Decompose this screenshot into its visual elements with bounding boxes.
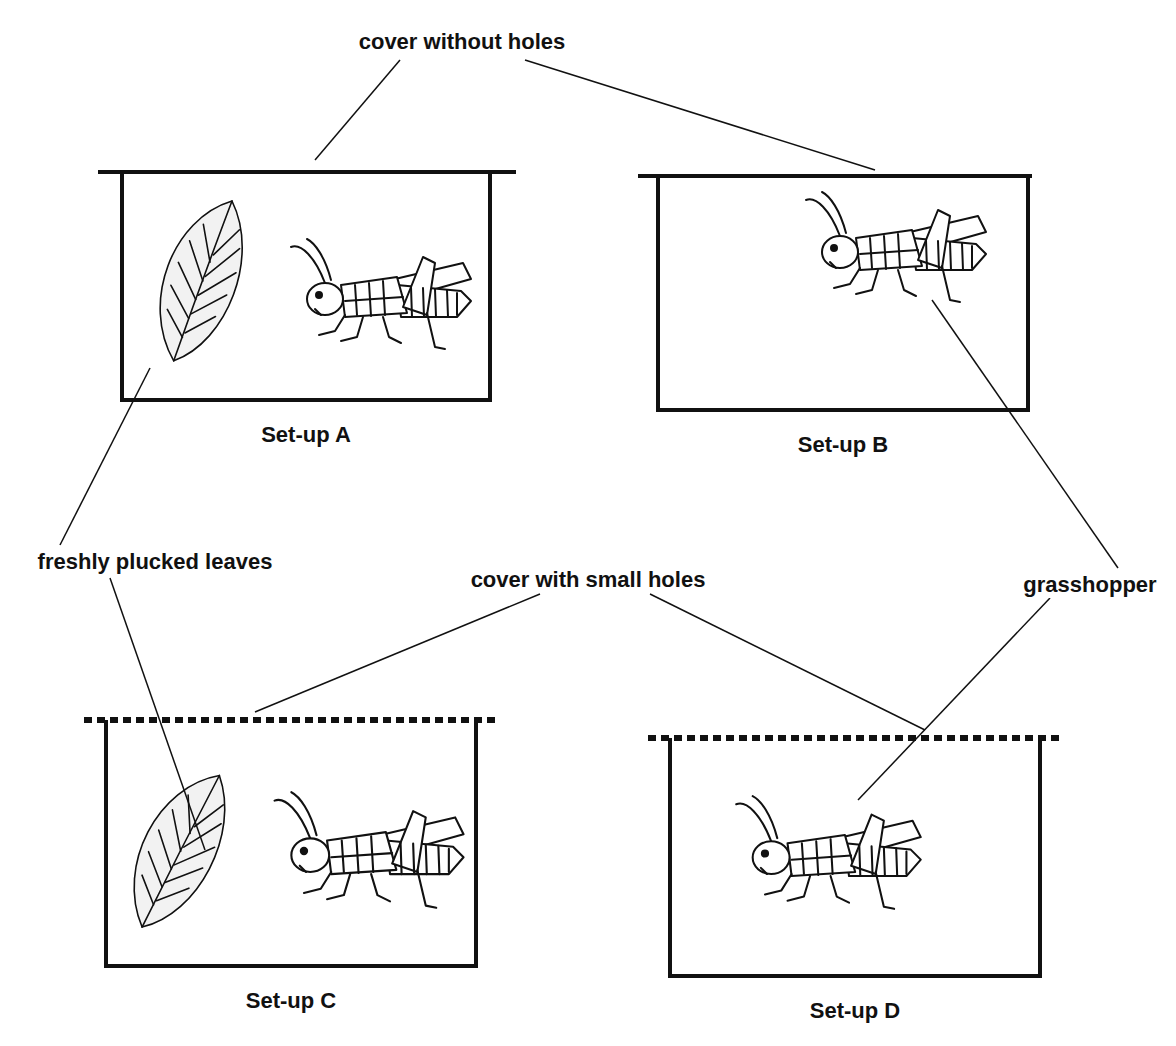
- leaf: [110, 758, 247, 942]
- solid-cover: [638, 174, 1032, 178]
- setup-caption: Set-up A: [64, 422, 548, 448]
- leaf: [140, 188, 261, 372]
- container-box: Set-up C: [104, 720, 478, 968]
- grasshopper-figure: [291, 239, 471, 349]
- grasshopper-figure: [275, 792, 464, 908]
- callout-label: cover with small holes: [468, 567, 709, 593]
- leader-lines: [60, 60, 1118, 850]
- setup-caption: Set-up C: [48, 988, 534, 1014]
- container-box: Set-up A: [120, 172, 492, 402]
- holed-cover: [648, 735, 1062, 741]
- setup-caption: Set-up D: [612, 998, 1098, 1024]
- callout-label: grasshopper: [1020, 572, 1159, 598]
- callout-label: cover without holes: [356, 29, 569, 55]
- container-box: Set-up D: [668, 738, 1042, 978]
- setup-caption: Set-up B: [600, 432, 1086, 458]
- container-box: Set-up B: [656, 176, 1030, 412]
- grasshopper-figure: [806, 192, 986, 302]
- solid-cover: [98, 170, 516, 174]
- holed-cover: [84, 717, 496, 723]
- callout-label: freshly plucked leaves: [35, 549, 276, 575]
- grasshopper-figure: [736, 796, 921, 909]
